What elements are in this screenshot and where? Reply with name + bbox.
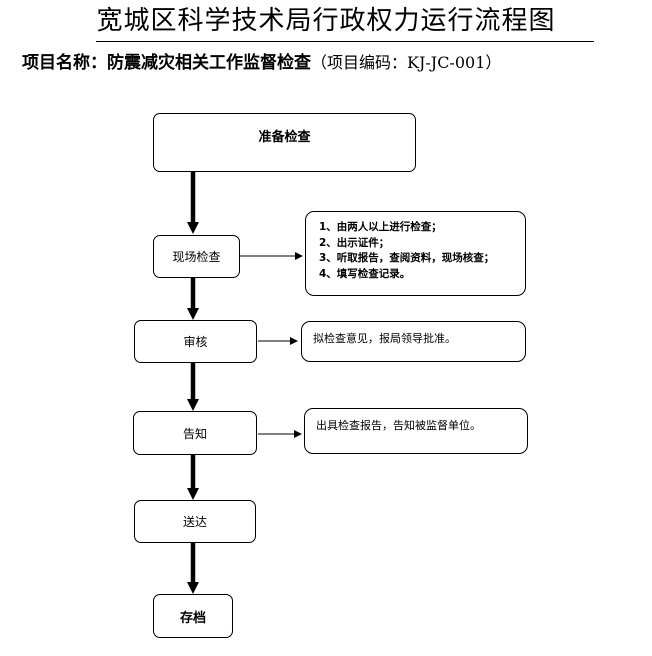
step-notify: 告知: [133, 411, 257, 455]
note-review: 拟检查意见，报局领导批准。: [301, 321, 526, 362]
step-prepare-label: 准备检查: [258, 130, 311, 145]
page-title: 宽城区科学技术局行政权力运行流程图: [96, 6, 556, 36]
step-archive: 存档: [153, 594, 233, 638]
onsite-requirements-list: 1、由两人以上进行检查； 2、出示证件； 3、听取报告，查阅资料，现场核查； 4…: [306, 212, 525, 282]
onsite-requirement-item: 1、由两人以上进行检查；: [319, 221, 442, 233]
down-arrow-onsite-review: [187, 278, 199, 320]
down-arrow-review-notify: [187, 363, 199, 411]
note-onsite-requirements: 1、由两人以上进行检查； 2、出示证件； 3、听取报告，查阅资料，现场核查； 4…: [305, 211, 526, 296]
note-notify-text: 出具检查报告，告知被监督单位。: [316, 419, 481, 432]
step-archive-label: 存档: [179, 610, 206, 626]
down-arrow-notify-deliver: [187, 455, 199, 500]
step-notify-label: 告知: [182, 426, 207, 441]
down-arrow-prepare-onsite: [187, 172, 199, 234]
project-name: 项目名称：防震减灾相关工作监督检查: [22, 53, 311, 73]
project-code: （项目编码：KJ-JC-001）: [311, 53, 502, 72]
step-onsite-check: 现场检查: [153, 235, 240, 278]
onsite-requirement-item: 3、听取报告，查阅资料，现场核查；: [319, 252, 495, 264]
title-underline: [96, 41, 594, 42]
note-review-text: 拟检查意见，报局领导批准。: [313, 332, 456, 345]
onsite-requirement-item: 2、出示证件；: [319, 236, 390, 249]
step-deliver-label: 送达: [182, 515, 207, 529]
step-prepare-check: 准备检查: [153, 113, 416, 172]
onsite-requirement-item: 4、填写检查记录。: [319, 267, 411, 280]
step-review-label: 审核: [183, 335, 208, 349]
down-arrow-deliver-archive: [187, 543, 199, 594]
note-notify: 出具检查报告，告知被监督单位。: [304, 408, 528, 454]
step-onsite-label: 现场检查: [172, 250, 221, 264]
project-subtitle: 项目名称：防震减灾相关工作监督检查（项目编码：KJ-JC-001）: [22, 51, 642, 75]
step-deliver: 送达: [134, 500, 256, 543]
step-review: 审核: [134, 320, 257, 363]
